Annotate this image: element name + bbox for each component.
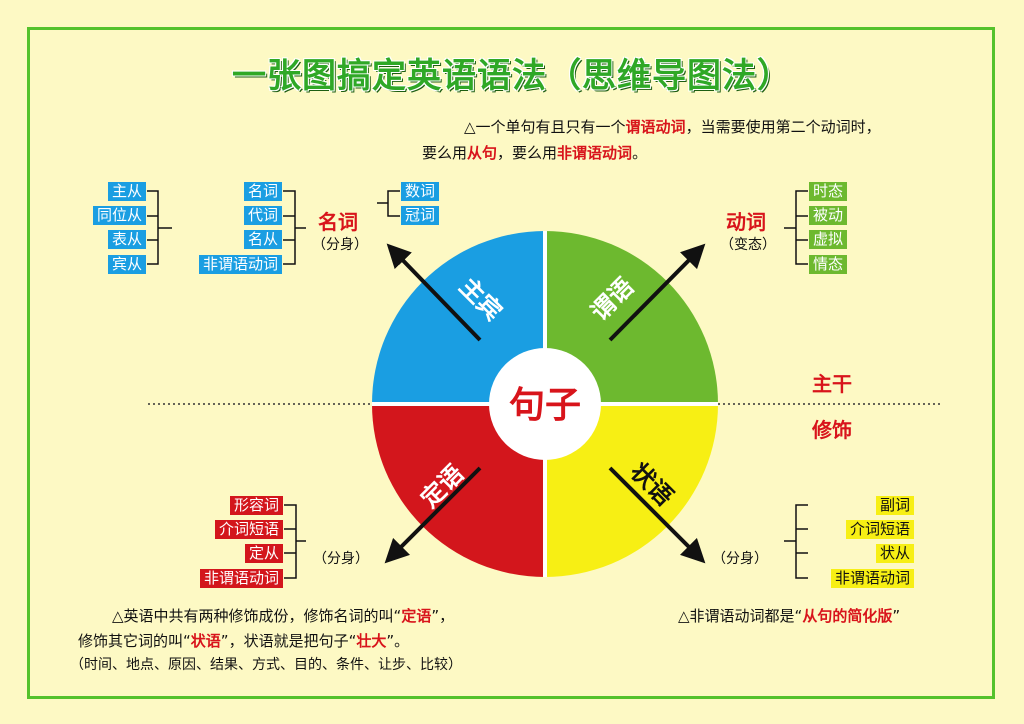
tag-attribute: 非谓语动词 [199, 569, 283, 588]
arrow-verb [608, 243, 706, 342]
note-text: △英语中共有两种修饰成份，修饰名词的叫“ [112, 607, 402, 625]
poster-frame [27, 27, 995, 699]
note-highlight: 状语 [190, 632, 221, 650]
tag-noun-form: 名从 [243, 230, 282, 249]
tag-attribute: 形容词 [229, 496, 283, 515]
arrow-noun [386, 243, 482, 342]
tag-verb: 情态 [809, 255, 848, 274]
note-highlight: 谓语动词 [625, 118, 686, 136]
tag-adverbial: 非谓语动词 [830, 569, 914, 588]
bracket-noun-forms [283, 190, 306, 265]
note-text: ，当需要使用第二个动词时， [685, 118, 881, 136]
tag-noun-clause: 宾从 [107, 255, 146, 274]
adverbial-sub-label: （分身） [712, 551, 768, 567]
note-text: ”， [431, 607, 455, 625]
noun-label: 名词 [318, 210, 358, 234]
main-trunk-label: 主干 [812, 372, 852, 396]
arrow-adverbial [608, 466, 706, 564]
tag-noun-clause: 主从 [107, 182, 146, 201]
bracket-noun-right [377, 190, 400, 217]
note-text: 要么用 [422, 144, 468, 162]
tag-attribute: 介词短语 [214, 520, 283, 539]
modifier-label: 修饰 [812, 418, 852, 442]
note-highlight: 非谓语动词 [557, 144, 633, 162]
note-text: △非谓语动词都是“ [678, 607, 803, 625]
tag-noun-clause: 表从 [107, 230, 146, 249]
note-highlight: 从句的简化版 [802, 607, 893, 625]
arrow-attribute [384, 466, 482, 564]
top-note-line-2: 要么用从句，要么用非谓语动词。 [422, 140, 647, 166]
bottom-note-line-2: 修饰其它词的叫“状语”，状语就是把句子“壮大”。 [78, 628, 409, 654]
tag-adverbial: 副词 [875, 496, 914, 515]
verb-label: 动词 [726, 210, 766, 234]
tag-noun-form: 名词 [243, 182, 282, 201]
bottom-right-note: △非谓语动词都是“从句的简化版” [678, 603, 900, 629]
bracket-attribute [284, 504, 306, 579]
bottom-note-line-3: （时间、地点、原因、结果、方式、目的、条件、让步、比较） [70, 657, 462, 673]
tag-noun-extra: 冠词 [401, 206, 440, 225]
attribute-sub-label: （分身） [313, 551, 369, 567]
top-note-line-1: △一个单句有且只有一个谓语动词，当需要使用第二个动词时， [464, 114, 881, 140]
tag-adverbial: 状从 [875, 544, 914, 563]
note-highlight: 从句 [467, 144, 498, 162]
center-circle [489, 348, 601, 460]
bracket-adverbial [784, 504, 808, 579]
tag-noun-form: 代词 [243, 206, 282, 225]
note-text: ”。 [386, 632, 410, 650]
tag-verb: 被动 [809, 206, 848, 225]
note-text: ，要么用 [497, 144, 558, 162]
note-text: △一个单句有且只有一个 [464, 118, 626, 136]
note-text: 。 [632, 144, 648, 162]
bracket-noun-clauses [147, 190, 172, 265]
page-title: 一张图搞定英语语法（思维导图法） [232, 56, 792, 96]
bottom-note-line-1: △英语中共有两种修饰成份，修饰名词的叫“定语”， [112, 603, 454, 629]
tag-attribute: 定从 [244, 544, 283, 563]
verb-sub-label: （变态） [720, 237, 776, 253]
note-highlight: 定语 [401, 607, 432, 625]
center-label: 句子 [509, 385, 581, 426]
note-highlight: 壮大 [356, 632, 387, 650]
tag-noun-form: 非谓语动词 [198, 255, 282, 274]
note-text: ”，状语就是把句子“ [220, 632, 357, 650]
tag-adverbial: 介词短语 [845, 520, 914, 539]
note-text: 修饰其它词的叫“ [78, 632, 191, 650]
tag-noun-extra: 数词 [401, 182, 440, 201]
tag-noun-clause: 同位从 [92, 206, 146, 225]
tag-verb: 虚拟 [809, 230, 848, 249]
bracket-verb [784, 190, 808, 265]
tag-verb: 时态 [809, 182, 848, 201]
note-text: ” [892, 607, 901, 625]
noun-sub-label: （分身） [312, 237, 368, 253]
